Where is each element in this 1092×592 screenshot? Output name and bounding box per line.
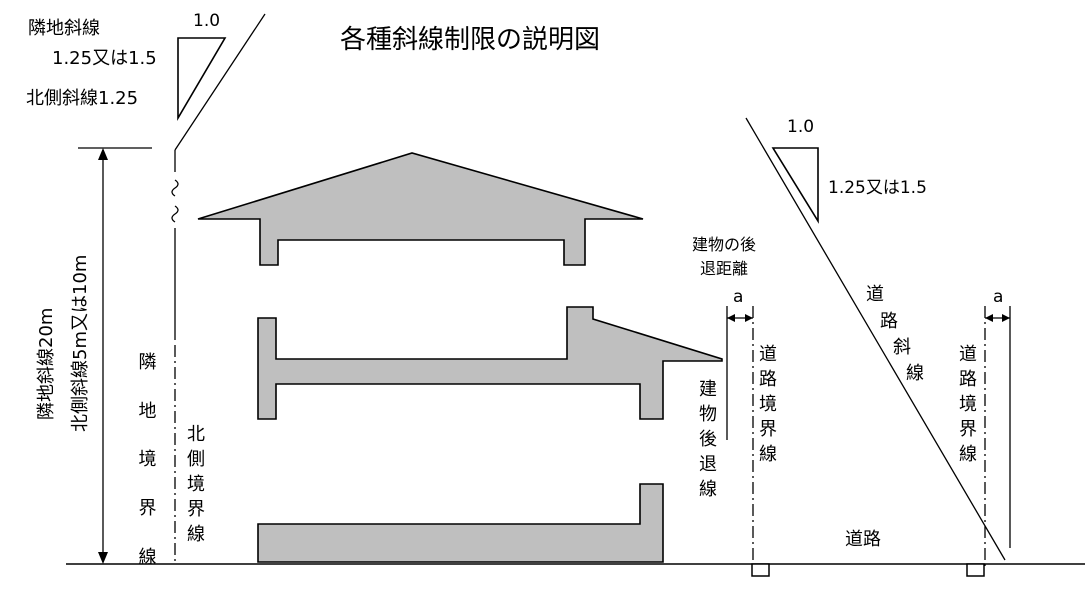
- setback-a-label: a: [733, 287, 743, 307]
- road-slope-triangle: [771, 147, 819, 224]
- road-boundary-marker-1: [751, 563, 770, 577]
- road-a-arrow-left: [985, 314, 993, 322]
- ground-floor-shape: [257, 483, 664, 563]
- legend-slope-triangle: [177, 37, 227, 121]
- road-a-arrow-right: [1002, 314, 1010, 322]
- roof-shape: [197, 152, 644, 266]
- break-mark-lower: [171, 205, 179, 223]
- setback-a-arrow-right: [745, 314, 753, 322]
- height-label-neighbor: 隣地斜線20m: [36, 308, 57, 420]
- legend-one: 1.0: [193, 11, 220, 31]
- setback-distance-label-2: 退距離: [700, 259, 748, 278]
- legend-ratio: 1.25又は1.5: [52, 48, 157, 69]
- road-boundary-label-2: 道 路 境 界 線: [959, 344, 983, 465]
- legend-north-slope: 北側斜線1.25: [26, 88, 138, 109]
- road-slope-label-2: 路: [880, 311, 898, 332]
- north-boundary-label: 北 側 境 界 線: [187, 424, 211, 545]
- road-slope-line: [745, 117, 1006, 561]
- setback-line-label: 建 物 後 退 線: [699, 379, 723, 500]
- road-slope-label: 道: [866, 284, 884, 305]
- height-label-north: 北側斜線5m又は10m: [70, 255, 91, 432]
- neighbor-boundary-label: 隣 地 境 界 線: [136, 352, 157, 565]
- road-a-label: a: [993, 287, 1003, 307]
- road-boundary-label-1: 道 路 境 界 線: [759, 344, 783, 465]
- legend-neighbor-slope: 隣地斜線: [28, 18, 100, 39]
- road-boundary-marker-2: [966, 563, 985, 577]
- diagram-title: 各種斜線制限の説明図: [340, 25, 600, 55]
- setback-distance-label-1: 建物の後: [692, 235, 756, 254]
- road-slope-label-4: 線: [906, 363, 924, 384]
- road-slope-label-3: 斜: [893, 337, 911, 358]
- setback-a-arrow-left: [727, 314, 735, 322]
- road-label: 道路: [845, 529, 881, 550]
- height-arrow-top: [98, 148, 108, 160]
- break-mark-upper: [171, 179, 179, 197]
- road-triangle-ratio: 1.25又は1.5: [828, 178, 927, 198]
- height-arrow-bottom: [98, 552, 108, 564]
- neighbor-slope-line: [174, 13, 266, 151]
- middle-floor-shape: [257, 306, 723, 420]
- road-triangle-one: 1.0: [787, 117, 814, 137]
